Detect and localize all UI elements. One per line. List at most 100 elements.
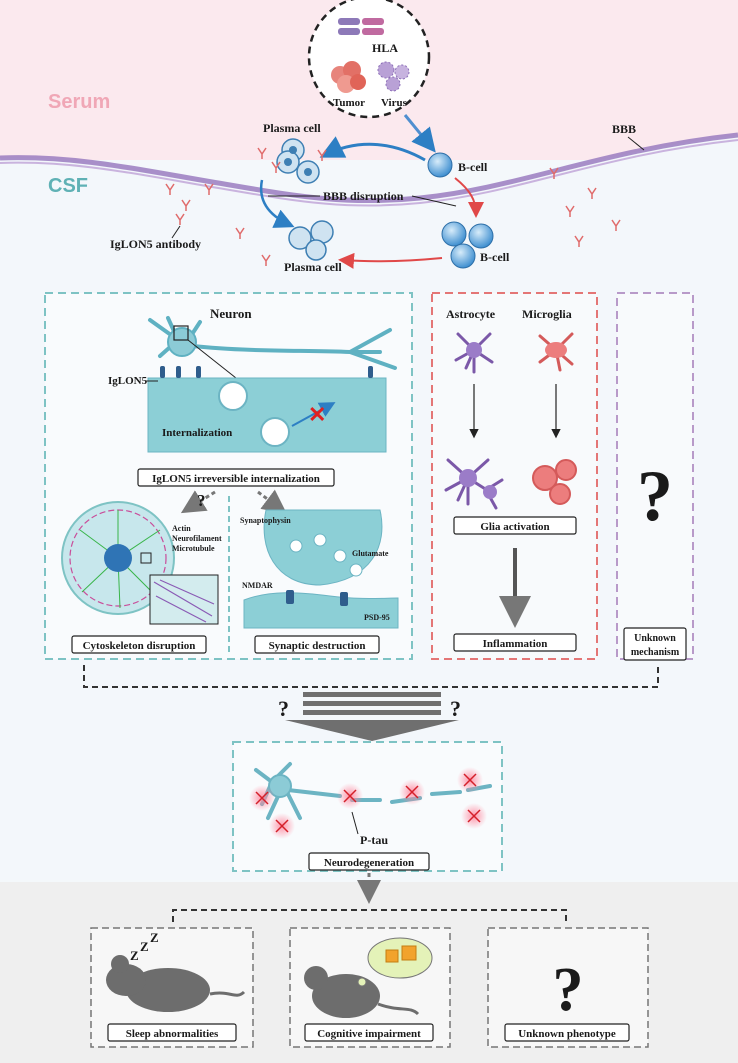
bbb-membrane: [0, 132, 738, 204]
bbb-label: BBB: [612, 122, 636, 136]
cognitive-box: Cognitive impairment: [304, 1023, 434, 1042]
neuron-illustration: [148, 316, 397, 370]
glia-activation-box: Glia activation: [453, 516, 577, 535]
astrocyte-icon: [454, 332, 494, 374]
bbb-disruption-label: BBB disruption: [323, 189, 404, 203]
antibody-label: IgLON5 antibody: [110, 237, 201, 251]
split-question-left: ?: [197, 491, 206, 510]
ptau-tangles: [255, 773, 481, 833]
plasma-cell-top-label: Plasma cell: [263, 121, 321, 135]
cytoskeleton-inset-fibers: [153, 579, 215, 623]
bbb-membrane-inner: [0, 139, 738, 207]
convergence-question-right: ?: [450, 696, 461, 721]
postsynaptic-terminal: [243, 592, 399, 629]
ptau-leader: [351, 811, 359, 835]
synaptophysin-label: Synaptophysin: [240, 516, 291, 525]
split-arrow-left: [180, 490, 216, 514]
b-cell-top: [427, 152, 453, 178]
antibody-leader: [171, 225, 181, 239]
bbb-leader: [627, 136, 645, 151]
sleeping-mouse-icon: [106, 955, 246, 1012]
iglon5-receptors: [160, 366, 373, 378]
cytoskeleton-zoom-box: [140, 552, 152, 564]
svg-text:Glia activation: Glia activation: [480, 521, 549, 533]
recycle-arrow: [291, 402, 336, 427]
plasma-cell-bottom: [288, 220, 334, 261]
cytoskeleton-box: Cytoskeleton disruption: [71, 635, 207, 654]
iglon5-label: IgLON5: [108, 375, 148, 387]
inflammation-box: Inflammation: [453, 633, 577, 652]
glutamate-label: Glutamate: [352, 549, 389, 558]
svg-text:Cytoskeleton disruption: Cytoskeleton disruption: [83, 640, 196, 652]
convergence-question-left: ?: [278, 696, 289, 721]
bcell-cross-arrow: [454, 177, 484, 218]
neurofilament-label: Neurofilament: [172, 534, 222, 543]
astrocyte-label: Astrocyte: [446, 307, 496, 321]
microtubule-label: Microtubule: [172, 544, 215, 553]
cytoskeleton-nucleus: [104, 544, 132, 572]
actin-label: Actin: [172, 524, 191, 533]
trigger-to-bcell-arrow: [403, 114, 436, 153]
bbb-disruption-leader-right: [411, 195, 457, 207]
serum-label: Serum: [48, 91, 110, 113]
svg-text:Unknown: Unknown: [634, 633, 676, 644]
tumor-icon: [331, 61, 366, 93]
unknown-phenotype-question: ?: [553, 956, 584, 1024]
neurodegeneration-panel: [232, 741, 503, 872]
svg-text:Unknown phenotype: Unknown phenotype: [518, 1028, 616, 1040]
convergence-bracket: [83, 665, 659, 688]
bcell-to-plasma-bottom-arrow: [338, 252, 443, 269]
ptau-label: P-tau: [360, 833, 388, 847]
neuron-label: Neuron: [210, 306, 252, 321]
hla-label: HLA: [372, 41, 398, 55]
b-cell-top-label: B-cell: [458, 160, 488, 174]
unknown-mechanism-panel: [616, 292, 694, 660]
neuron-soma: [167, 327, 197, 357]
plasma-cross-arrow: [259, 179, 295, 228]
zoom-line: [187, 339, 237, 379]
trigger-circle: [307, 0, 431, 119]
svg-text:Sleep abnormalities: Sleep abnormalities: [126, 1028, 219, 1040]
b-cell-bottom-label: B-cell: [480, 250, 510, 264]
activated-astrocytes: [444, 458, 504, 510]
hla-icon: [338, 18, 384, 35]
sleep-z-3: Z: [150, 930, 159, 945]
svg-text:Cognitive impairment: Cognitive impairment: [317, 1028, 421, 1040]
virus-icon: [377, 61, 410, 92]
synaptic-box: Synaptic destruction: [254, 635, 380, 654]
plasma-cell-bottom-label: Plasma cell: [284, 260, 342, 274]
microtubule-lines: [79, 510, 161, 609]
antibody-cluster: [165, 147, 621, 266]
psd95-label: PSD-95: [364, 613, 390, 622]
blocked-mark: ✕: [308, 402, 326, 427]
internalization-box: IgLON5 irreversible internalization: [137, 468, 335, 487]
activated-microglia: [532, 459, 577, 505]
unknown-phenotype-box: Unknown phenotype: [504, 1023, 630, 1042]
unknown-mechanism-box: Unknown mechanism: [623, 627, 687, 661]
convergence-arrow: [285, 692, 459, 741]
unknown-mechanism-question: ?: [637, 456, 673, 536]
thought-bubble-icon: [357, 937, 433, 987]
tumor-label: Tumor: [333, 97, 365, 109]
phenotype-bracket: [172, 909, 567, 922]
microglia-label: Microglia: [522, 307, 572, 321]
bcell-to-plasma-arrow: [319, 136, 426, 162]
svg-text:Neurodegeneration: Neurodegeneration: [324, 857, 414, 869]
svg-text:Synaptic destruction: Synaptic destruction: [269, 640, 366, 652]
vesicle-1: [218, 381, 248, 411]
virus-label: Virus: [381, 97, 408, 109]
svg-text:mechanism: mechanism: [631, 647, 680, 658]
svg-text:IgLON5 irreversible internaliz: IgLON5 irreversible internalization: [152, 473, 320, 485]
sleep-z-1: Z: [130, 948, 139, 963]
csf-label: CSF: [48, 175, 88, 197]
vesicle-2: [260, 417, 290, 447]
sleep-z-2: Z: [140, 939, 149, 954]
b-cell-bottom-cluster: [441, 221, 494, 269]
nmdar-receptors: [286, 590, 348, 606]
plasma-cell-top: [276, 138, 320, 184]
degenerating-soma: [268, 774, 292, 798]
sleep-box: Sleep abnormalities: [107, 1023, 237, 1042]
internalization-label: Internalization: [162, 427, 232, 439]
nmdar-label: NMDAR: [242, 581, 273, 590]
